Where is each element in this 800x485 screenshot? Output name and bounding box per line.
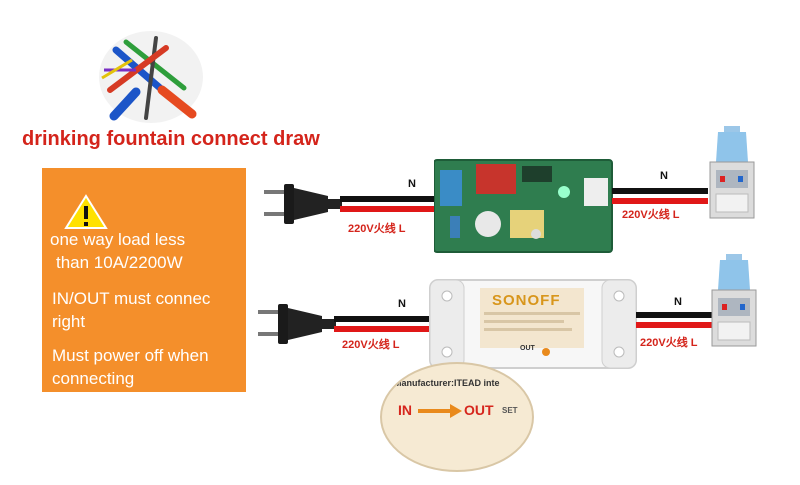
manufacturer-text: Manufacturer:ITEAD inte — [394, 378, 500, 388]
neutral-label: N — [674, 296, 682, 308]
relay-pcb-module — [434, 159, 613, 253]
plug-icon — [258, 304, 336, 344]
warning-line: Must power off when — [52, 346, 209, 365]
tools-icon — [99, 31, 203, 123]
sonoff-brand: SONOFF — [492, 292, 561, 309]
warning-panel: one way load less than 10A/2200W IN/OUT … — [42, 168, 246, 392]
neutral-label: N — [398, 298, 406, 310]
warning-icon — [64, 194, 108, 229]
warning-line: than 10A/2200W — [56, 253, 183, 272]
warning-line: IN/OUT must connec — [52, 289, 211, 308]
warning-line: connecting — [52, 369, 135, 388]
water-dispenser-icon — [709, 126, 755, 219]
live-label: 220V火线 L — [348, 223, 406, 235]
warning-line: one way load less — [50, 230, 186, 249]
live-label: 220V火线 L — [622, 209, 680, 221]
live-label: 220V火线 L — [342, 339, 400, 351]
wire-pair — [612, 188, 708, 204]
in-label: IN — [398, 402, 412, 418]
set-label: SET — [502, 406, 518, 415]
diagram-title: drinking fountain connect draw — [22, 128, 320, 150]
warning-line: right — [52, 312, 86, 331]
sonoff-out-label: OUT — [520, 345, 535, 352]
arrow-right-icon — [418, 404, 462, 418]
water-dispenser-icon — [711, 254, 757, 347]
zoom-callout: Manufacturer:ITEAD inte IN OUT SET — [380, 362, 534, 472]
plug-icon — [264, 184, 342, 224]
wire-pair — [334, 316, 434, 332]
wire-pair — [340, 196, 436, 212]
out-label: OUT — [464, 402, 494, 418]
neutral-label: N — [660, 170, 668, 182]
live-label: 220V火线 L — [640, 337, 698, 349]
neutral-label: N — [408, 178, 416, 190]
wire-pair — [636, 312, 712, 328]
